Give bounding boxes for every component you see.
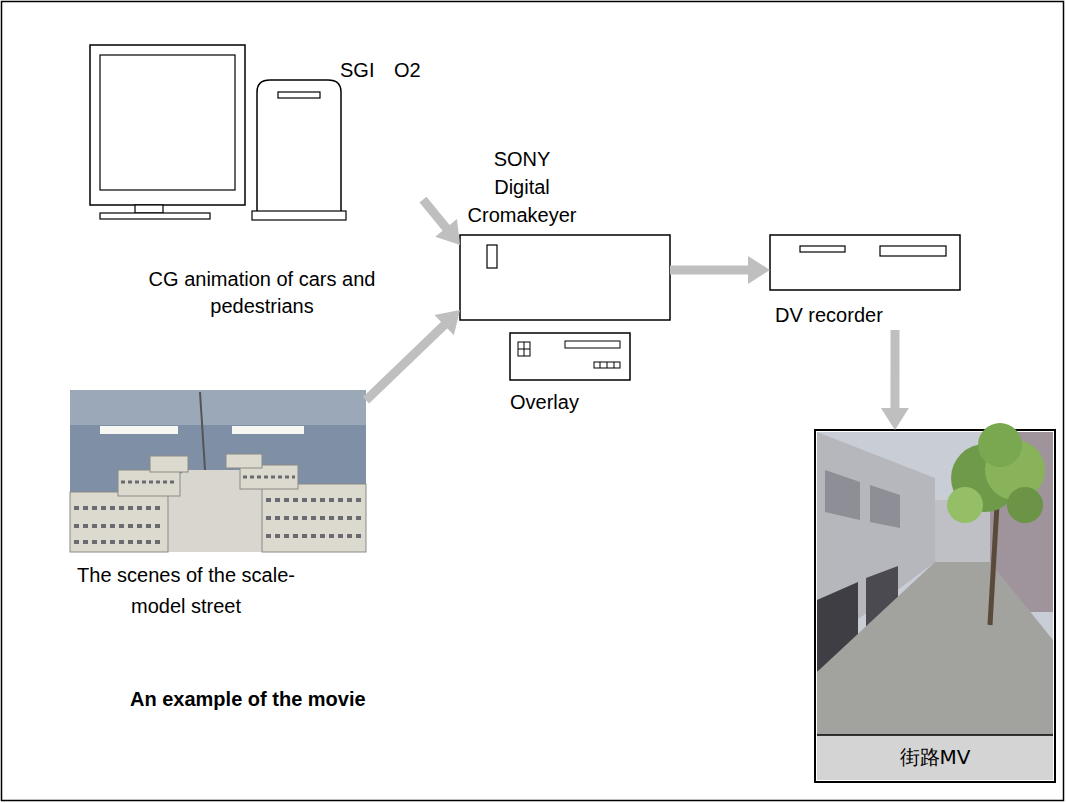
movie-window xyxy=(825,470,860,520)
monitor-icon xyxy=(90,45,245,219)
movie-caption: 街路MV xyxy=(818,744,1052,770)
photo-light xyxy=(232,426,304,434)
tower-case xyxy=(257,80,341,212)
arrow-shaft xyxy=(366,324,446,401)
movie-tree-leaves xyxy=(1007,487,1043,523)
overlay-node: Overlay xyxy=(505,330,635,420)
tower-base xyxy=(252,211,346,220)
tower-slot xyxy=(278,92,320,98)
photo-node: The scenes of the scale-model street xyxy=(70,390,366,624)
model-windows xyxy=(266,534,362,538)
movie-sky xyxy=(817,432,1053,735)
tower-icon xyxy=(252,80,346,220)
arrow-head xyxy=(434,310,460,335)
photo-light xyxy=(100,426,178,434)
chromakeyer-node: SONY Digital Cromakeyer xyxy=(460,140,670,320)
node-caption: The scenes of the scale-model street xyxy=(70,560,302,622)
overlay-buttons xyxy=(594,362,620,368)
model-block xyxy=(262,484,366,552)
device-name: SGI O2 xyxy=(340,58,421,82)
device-name: SONY Digital Cromakeyer xyxy=(465,145,579,229)
photo-floor xyxy=(70,470,366,552)
movie-ground xyxy=(817,562,1053,735)
overlay-case xyxy=(510,333,630,380)
model-windows xyxy=(266,498,362,502)
flow-arrow xyxy=(423,200,460,245)
movie-window xyxy=(870,485,900,528)
chromakeyer-slot xyxy=(487,245,497,268)
arrow-shaft xyxy=(423,200,447,230)
movie-border xyxy=(815,430,1055,782)
model-windows xyxy=(243,476,295,479)
movie-node: 街路MV xyxy=(815,430,1055,782)
arrow-head xyxy=(748,256,770,284)
model-block xyxy=(118,470,180,496)
monitor-base xyxy=(100,213,210,219)
arrow-shaft xyxy=(890,330,899,410)
movie-tree-leaves xyxy=(947,487,983,523)
overlay-display xyxy=(565,341,620,348)
device-name: DV recorder xyxy=(775,303,883,327)
movie-caption-band xyxy=(817,735,1053,780)
photo-ceiling xyxy=(70,390,366,425)
overlay-keys xyxy=(518,342,530,356)
movie-tree-leaves xyxy=(978,423,1022,467)
chromakeyer-case xyxy=(460,235,670,320)
model-block xyxy=(150,456,188,472)
monitor-neck xyxy=(135,205,163,213)
model-windows xyxy=(74,506,164,510)
arrow-shaft xyxy=(670,265,750,274)
recorder-node: DV recorder xyxy=(770,235,960,330)
overlay-buttons xyxy=(600,362,601,368)
model-windows xyxy=(74,540,164,544)
arrow-head xyxy=(435,219,460,245)
node-caption: CG animation of cars and pedestrians xyxy=(147,266,377,320)
model-block xyxy=(240,465,298,489)
flow-arrow xyxy=(881,330,909,430)
movie-tree-trunk xyxy=(990,505,997,625)
scale-model-photo xyxy=(70,390,366,552)
device-name: Overlay xyxy=(510,390,579,414)
overlay-buttons xyxy=(614,362,615,368)
overlay-buttons xyxy=(607,362,608,368)
chromakeyer-icon xyxy=(460,235,670,320)
flow-arrow xyxy=(670,256,770,284)
monitor-screen xyxy=(100,55,235,190)
movie-caption-rule xyxy=(817,734,1053,736)
model-windows xyxy=(266,516,362,520)
model-block xyxy=(226,454,262,468)
photo-background xyxy=(70,390,366,552)
recorder-case xyxy=(770,235,960,290)
overlay-icon xyxy=(510,333,630,380)
computer-node: SGI O2 CG animation of cars and pedestria… xyxy=(88,40,423,325)
recorder-icon xyxy=(770,235,960,290)
movie-frame xyxy=(815,423,1055,782)
recorder-slot xyxy=(880,246,946,256)
photo-pole xyxy=(200,392,205,470)
recorder-slot xyxy=(800,246,845,252)
flow-arrow xyxy=(366,310,460,400)
arrow-head xyxy=(881,408,909,430)
overlay-keys xyxy=(518,349,530,350)
monitor-case xyxy=(90,45,245,205)
model-block xyxy=(70,492,168,552)
model-windows xyxy=(121,481,177,484)
model-windows xyxy=(74,524,164,528)
figure-note: An example of the movie xyxy=(130,688,366,711)
